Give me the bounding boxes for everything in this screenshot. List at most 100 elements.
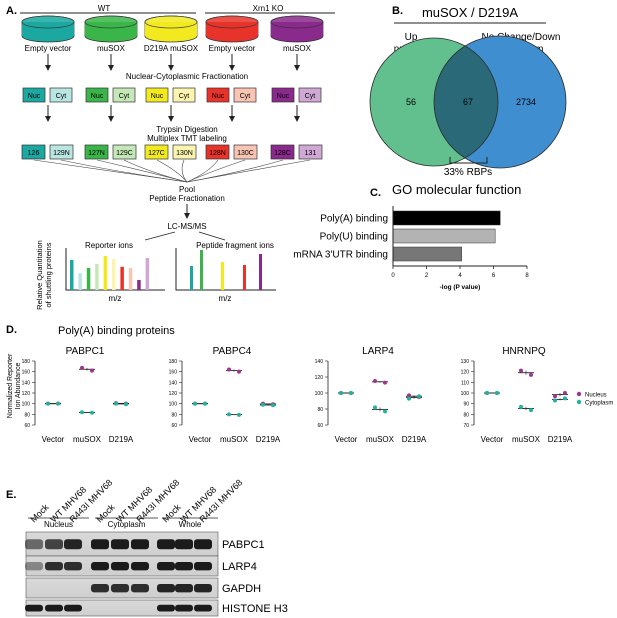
blot-band: [157, 584, 175, 593]
scatter-point: [193, 401, 197, 406]
scatter-point: [563, 396, 567, 401]
scatter-ytick: 80: [463, 412, 469, 418]
step-pool: Pool: [179, 185, 195, 194]
legend-nucleus: Nucleus: [585, 393, 607, 399]
tmt-cyt-label: 131: [305, 150, 317, 157]
blot-band: [175, 562, 193, 571]
condition-label: Empty vector: [25, 44, 72, 53]
panel-d-yaxis: Normalized Reporter Ion Abundance: [7, 353, 22, 418]
scatter-point: [237, 412, 241, 417]
condition-label: D219A muSOX: [144, 44, 199, 53]
tmt-cyt-label: 130N: [176, 150, 193, 157]
fraction-group-label: Cytoplasm: [108, 520, 146, 529]
mz-label-left: m/z: [109, 294, 122, 303]
blot-band: [157, 604, 175, 612]
scatter-point: [373, 405, 377, 410]
scatter-point: [383, 380, 387, 385]
blot-band: [194, 584, 212, 593]
blot-band: [131, 539, 149, 550]
go-xtick: 8: [525, 273, 529, 279]
pool-funnel-lines: [33, 159, 311, 183]
venn-bracket-label: 33% RBPs: [444, 167, 492, 178]
scatter-ytick: 110: [461, 380, 469, 386]
go-bar: [392, 246, 462, 262]
scatter-point: [261, 402, 265, 407]
scatter-ytick: 60: [171, 423, 177, 429]
blot-label: PABPC1: [222, 539, 265, 551]
scatter-category: Vector: [481, 435, 504, 444]
panel-d: D. Poly(A) binding proteins Normalized R…: [6, 324, 613, 444]
scatter-point: [271, 403, 275, 408]
yaxis-line2: of shuttling proteins: [44, 242, 53, 307]
legend-cytoplasm: Cytoplasm: [585, 401, 613, 407]
cyt-label: Cyt: [240, 93, 251, 100]
cyt-label: Cyt: [56, 93, 67, 100]
scatter-category: muSOX: [366, 435, 395, 444]
culture-dishes: Empty vector muSOX D219A muSOX Empty vector…: [21, 15, 324, 71]
group-label-wt: WT: [98, 4, 111, 13]
reporter-ion-bar: [128, 268, 133, 290]
scatter-point: [407, 396, 411, 401]
scatter-ytick: 80: [317, 407, 323, 413]
scatter-ytick: 120: [169, 391, 178, 397]
fraction-pair-2: Nuc Cyt: [85, 87, 136, 122]
go-xtick: 2: [425, 273, 429, 279]
cyt-label: Cyt: [119, 93, 130, 100]
fragment-ion-spectrum: Peptide fragment ions m/z: [175, 241, 276, 303]
condition-label: Empty vector: [209, 44, 256, 53]
scatter-title: LARP4: [362, 346, 394, 357]
panel-d-ylabel-1: Normalized Reporter: [7, 353, 14, 418]
blot-band: [25, 562, 43, 571]
scatter-point: [114, 401, 118, 406]
blot-band: [25, 604, 43, 612]
blot-band: [111, 562, 129, 571]
scatter-point: [227, 412, 231, 417]
panel-letter-b: B.: [392, 5, 403, 17]
scatter-point: [485, 391, 489, 395]
blot-band: [91, 562, 109, 571]
fraction-group-label: Whole: [179, 520, 202, 529]
step-trypsin: Trypsin Digestion: [156, 125, 218, 134]
blot-band: [45, 562, 63, 571]
cyt-label: Cyt: [179, 93, 190, 100]
scatter-point: [553, 394, 557, 399]
blot-band: [45, 539, 63, 550]
reporter-ion-bar: [145, 258, 150, 290]
tmt-cyt-label: 130C: [237, 150, 254, 157]
blot-band: [194, 604, 212, 612]
dish-3: D219A muSOX: [144, 15, 199, 71]
blot-label: HISTONE H3: [222, 603, 288, 615]
scatter-ytick: 160: [22, 370, 31, 376]
nuc-label: Nuc: [91, 93, 104, 100]
tmt-nuc-label: 126: [28, 150, 40, 157]
go-category-label: Poly(A) binding: [320, 214, 388, 225]
scatter-point: [124, 402, 128, 407]
reporter-ions-title: Reporter ions: [85, 241, 133, 250]
dish-1: Empty vector: [21, 15, 75, 71]
scatter-ytick: 90: [463, 402, 469, 408]
scatter-ytick: 100: [315, 391, 324, 397]
panel-letter-c: C.: [370, 187, 381, 199]
scatter-point: [519, 404, 523, 409]
scatter-category: D219A: [256, 435, 281, 444]
scatter-ytick: 130: [461, 359, 470, 365]
scatter-ytick: 80: [24, 412, 30, 418]
scatter-ytick: 100: [22, 402, 31, 408]
venn-count-overlap: 67: [463, 97, 473, 107]
scatter-ytick: 100: [461, 391, 470, 397]
yaxis-line1: Relative Quantitation: [35, 240, 44, 310]
scatter-category: muSOX: [512, 435, 541, 444]
dish-2: muSOX: [84, 15, 138, 71]
go-xtick: 0: [391, 273, 395, 279]
pab-heading: Poly(A) binding proteins: [58, 325, 175, 337]
scatter-ytick: 120: [461, 370, 470, 376]
panel-d-legend: Nucleus Cytoplasm: [576, 391, 613, 407]
